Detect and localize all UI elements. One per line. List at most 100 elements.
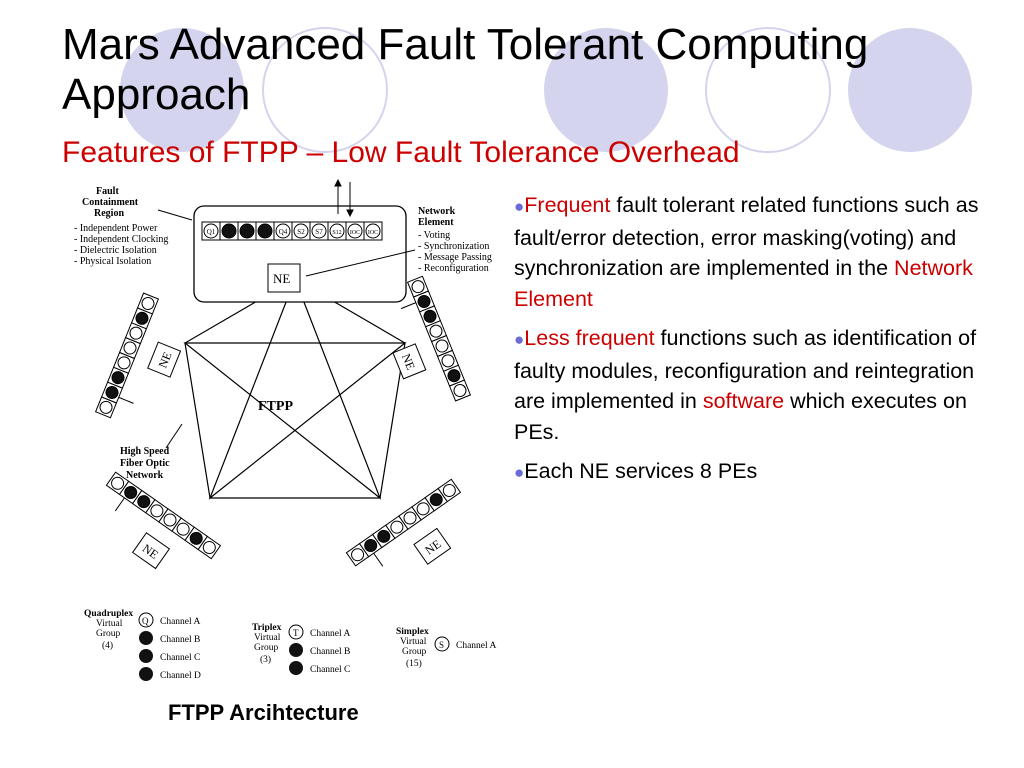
deco-circle bbox=[848, 28, 972, 152]
fcr-item: - Dielectric Isolation bbox=[74, 245, 157, 256]
link-line bbox=[114, 497, 125, 512]
ne-cluster-bottom-right: NE bbox=[345, 478, 462, 567]
pe-node bbox=[123, 341, 137, 355]
pe-label: S12 bbox=[332, 230, 341, 236]
ne-callout-item: - Synchronization bbox=[418, 241, 489, 252]
pe-label: Q4 bbox=[279, 228, 288, 236]
io-arrows-top bbox=[334, 178, 354, 218]
ne-box-top bbox=[267, 263, 301, 293]
legend-channel: Channel A bbox=[160, 617, 201, 627]
pe-label: S7 bbox=[315, 228, 323, 236]
ne-callout: Network Element - Voting - Synchronizati… bbox=[418, 206, 492, 274]
pe-label: Q1 bbox=[207, 228, 216, 236]
pe-node bbox=[377, 529, 391, 543]
link-line bbox=[373, 552, 384, 567]
ne-callout-item: - Voting bbox=[418, 230, 450, 241]
fiber-label-1: High Speed bbox=[120, 446, 170, 457]
pe-node bbox=[441, 354, 455, 368]
bullet-highlight: Less frequent bbox=[524, 326, 655, 350]
fcr-item: - Independent Clocking bbox=[74, 234, 168, 245]
bullet-item: ●Less frequent functions such as identif… bbox=[514, 323, 994, 447]
pe-node bbox=[416, 502, 430, 516]
legend-triplex-title: Virtual bbox=[254, 633, 281, 643]
bullet-highlight: software bbox=[702, 389, 785, 413]
ne-label-top: NE bbox=[273, 271, 290, 286]
bullet-highlight: Frequent bbox=[524, 193, 611, 217]
fcr-pointer bbox=[157, 209, 193, 221]
pe-node bbox=[329, 223, 345, 239]
pe-node bbox=[150, 504, 164, 518]
link-line bbox=[400, 302, 417, 310]
pe-node bbox=[351, 548, 365, 562]
pe-node bbox=[453, 384, 467, 398]
pe-node bbox=[105, 386, 119, 400]
deco-circle bbox=[120, 28, 244, 152]
pe-node bbox=[347, 223, 363, 239]
ne-box bbox=[413, 527, 452, 565]
legend-simplex-symbol: S bbox=[439, 640, 444, 650]
bullet-item: ●Frequent fault tolerant related functio… bbox=[514, 190, 994, 314]
legend-channel: Channel C bbox=[310, 665, 350, 675]
ne-callout-title-1: Network bbox=[418, 206, 456, 217]
legend-channel: Channel A bbox=[310, 629, 351, 639]
pe-node bbox=[311, 223, 327, 239]
legend-channel: Channel B bbox=[160, 635, 200, 645]
pe-node bbox=[117, 356, 131, 370]
legend-triplex-title: Group bbox=[254, 643, 279, 653]
ne-cluster-left: NE bbox=[94, 292, 182, 419]
ne-callout-title-2: Element bbox=[418, 217, 454, 228]
pe-label: IOC bbox=[350, 230, 360, 236]
fcr-title-3: Region bbox=[94, 208, 124, 219]
legend-quad-title: Quadruplex bbox=[84, 609, 133, 619]
fiber-pointer bbox=[165, 423, 183, 449]
pe-node bbox=[365, 223, 381, 239]
bullet-text: fault tolerant related functions such as… bbox=[514, 193, 979, 280]
pe-node bbox=[202, 541, 216, 555]
legend-quad-symbol: Q bbox=[142, 616, 149, 626]
ne-box bbox=[131, 532, 171, 570]
pe-node bbox=[239, 223, 255, 239]
legend-simplex: Simplex Virtual Group (15) S Channel A bbox=[396, 627, 497, 669]
pe-label: IOC bbox=[368, 230, 378, 236]
pe-node bbox=[293, 223, 309, 239]
ne-cluster-bottom-left: NE bbox=[105, 471, 222, 570]
pe-node bbox=[203, 223, 219, 239]
bullet-text: Each NE services 8 PEs bbox=[524, 459, 758, 483]
fcr-item: - Physical Isolation bbox=[74, 256, 151, 267]
bullet-item: ●Each NE services 8 PEs bbox=[514, 456, 994, 489]
link-line bbox=[118, 396, 134, 404]
ne-callout-pointer bbox=[305, 249, 416, 277]
bullet-text: which executes on PEs. bbox=[514, 389, 967, 444]
ne-callout-item: - Reconfiguration bbox=[418, 263, 489, 274]
fiber-label-3: Network bbox=[126, 470, 164, 481]
legend-triplex-title: (3) bbox=[260, 654, 271, 665]
pe-node bbox=[403, 511, 417, 525]
pe-node bbox=[176, 522, 190, 536]
pe-node bbox=[189, 531, 203, 545]
legend-simplex-title: Group bbox=[402, 647, 427, 657]
pe-label: S2 bbox=[297, 228, 305, 236]
legend-triplex-symbol: T bbox=[293, 628, 299, 638]
bullet-list: ●Frequent fault tolerant related functio… bbox=[514, 190, 994, 498]
deco-circle bbox=[544, 28, 668, 152]
pe-node bbox=[141, 296, 155, 310]
legend: Quadruplex Virtual Group (4) Q Channel A… bbox=[84, 609, 497, 681]
pe-node bbox=[135, 311, 149, 325]
fcr-title-1: Fault bbox=[96, 186, 119, 197]
legend-quadruplex: Quadruplex Virtual Group (4) Q Channel A… bbox=[84, 609, 201, 681]
legend-triplex-title: Triplex bbox=[252, 623, 282, 633]
pe-node bbox=[111, 476, 125, 490]
diagram-caption: FTPP Arcihtecture bbox=[168, 700, 359, 725]
slide-title: Mars Advanced Fault Tolerant Computing A… bbox=[62, 20, 869, 119]
legend-simplex-title: Virtual bbox=[400, 637, 427, 647]
pe-node bbox=[137, 495, 151, 509]
pe-node bbox=[111, 371, 125, 385]
bullet-dot-icon: ● bbox=[514, 463, 525, 482]
ne-label: NE bbox=[156, 350, 175, 370]
legend-quad-title: Group bbox=[96, 629, 121, 639]
bullet-dot-icon: ● bbox=[514, 197, 525, 216]
fiber-label-2: Fiber Optic bbox=[120, 458, 170, 469]
pe-node bbox=[129, 326, 143, 340]
